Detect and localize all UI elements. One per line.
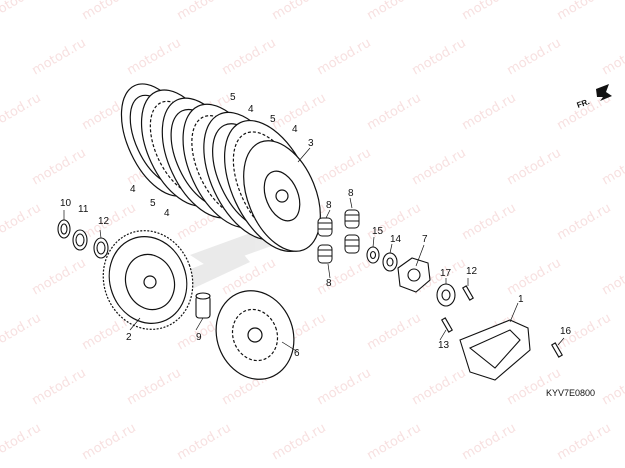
- watermark-text: motod.ru: [270, 91, 329, 134]
- watermark-text: motod.ru: [365, 91, 424, 134]
- watermark-text: motod.ru: [0, 421, 44, 464]
- watermark-text: motod.ru: [460, 91, 519, 134]
- callout-number: 5: [230, 92, 236, 103]
- callout-number: 8: [326, 200, 332, 211]
- callout-number: 7: [422, 234, 428, 245]
- watermark-text: motod.ru: [315, 146, 374, 189]
- callout-number: 10: [60, 198, 72, 209]
- watermark-text: motod.ru: [555, 421, 614, 464]
- watermark-text: motod.ru: [270, 0, 329, 23]
- callout-number: 4: [248, 104, 254, 115]
- watermark-text: motod.ru: [0, 311, 44, 354]
- callout-number: 4: [292, 124, 298, 135]
- callout-number: 15: [372, 226, 384, 237]
- watermark-text: motod.ru: [0, 0, 44, 23]
- callout-number: 3: [308, 138, 314, 149]
- clutch-springs: [317, 209, 360, 264]
- watermark-text: motod.ru: [0, 91, 44, 134]
- leader-lines: [63, 147, 565, 353]
- watermark-text: motod.ru: [365, 311, 424, 354]
- callout-number: 1: [518, 294, 524, 305]
- callout-number: 9: [196, 332, 202, 343]
- callout-number: 12: [98, 216, 110, 227]
- watermark-text: motod.ru: [600, 366, 625, 409]
- callout-number: 14: [390, 234, 402, 245]
- watermark-text: motod.ru: [555, 201, 614, 244]
- watermark-text: motod.ru: [315, 36, 374, 79]
- callout-number: 8: [348, 188, 354, 199]
- watermark-text: motod.ru: [365, 421, 424, 464]
- watermark-text: motod.ru: [600, 256, 625, 299]
- callout-number: 12: [466, 266, 478, 277]
- watermark-text: motod.ru: [505, 36, 564, 79]
- watermark-text: motod.ru: [220, 36, 279, 79]
- watermark-text: motod.ru: [460, 421, 519, 464]
- callout-number: 8: [326, 278, 332, 289]
- watermark-text: motod.ru: [80, 0, 139, 23]
- watermark-text: motod.ru: [80, 421, 139, 464]
- callout-number: 5: [150, 198, 156, 209]
- callout-number: 11: [78, 204, 89, 215]
- direction-label: FR.: [576, 97, 591, 110]
- watermark-text: motod.ru: [175, 0, 234, 23]
- washers-left: [57, 219, 109, 259]
- watermark-text: motod.ru: [410, 146, 469, 189]
- watermark-text: motod.ru: [600, 146, 625, 189]
- watermark-text: motod.ru: [555, 0, 614, 23]
- watermark-text: motod.ru: [505, 256, 564, 299]
- callout-number: 2: [126, 332, 132, 343]
- watermark-text: motod.ru: [505, 146, 564, 189]
- watermark-text: motod.ru: [30, 366, 89, 409]
- diagram-code: KYV7E0800: [546, 388, 595, 398]
- watermark-text: motod.ru: [30, 256, 89, 299]
- callout-number: 5: [270, 114, 276, 125]
- watermark-text: motod.ru: [270, 421, 329, 464]
- watermark-text: motod.ru: [0, 201, 44, 244]
- lifter-assembly: [366, 246, 431, 293]
- watermark-text: motod.ru: [460, 0, 519, 23]
- watermark-text: motod.ru: [460, 201, 519, 244]
- watermark-text: motod.ru: [365, 0, 424, 23]
- watermark-text: motod.ru: [315, 366, 374, 409]
- watermark-text: motod.ru: [410, 366, 469, 409]
- pressure-plate: [215, 290, 295, 380]
- clutch-plate-stack: [120, 83, 321, 253]
- watermark-text: motod.ru: [410, 36, 469, 79]
- watermark-text: motod.ru: [600, 36, 625, 79]
- watermark-text: motod.ru: [125, 366, 184, 409]
- watermark-text: motod.ru: [30, 36, 89, 79]
- clutch-outer-housing: [102, 230, 194, 330]
- callout-number: 4: [130, 184, 136, 195]
- watermark-text: motod.ru: [125, 36, 184, 79]
- cover-assembly: [436, 283, 563, 381]
- collar: [195, 292, 211, 319]
- callout-number: 4: [164, 208, 170, 219]
- callout-number: 16: [560, 326, 572, 337]
- front-direction-indicator: FR.: [576, 84, 612, 110]
- watermark-text: motod.ru: [175, 421, 234, 464]
- callout-number: 6: [294, 348, 300, 359]
- watermark-text: motod.ru: [30, 146, 89, 189]
- callout-number: 17: [440, 268, 452, 279]
- callout-number: 13: [438, 340, 450, 351]
- front-arrow-icon: [596, 84, 612, 101]
